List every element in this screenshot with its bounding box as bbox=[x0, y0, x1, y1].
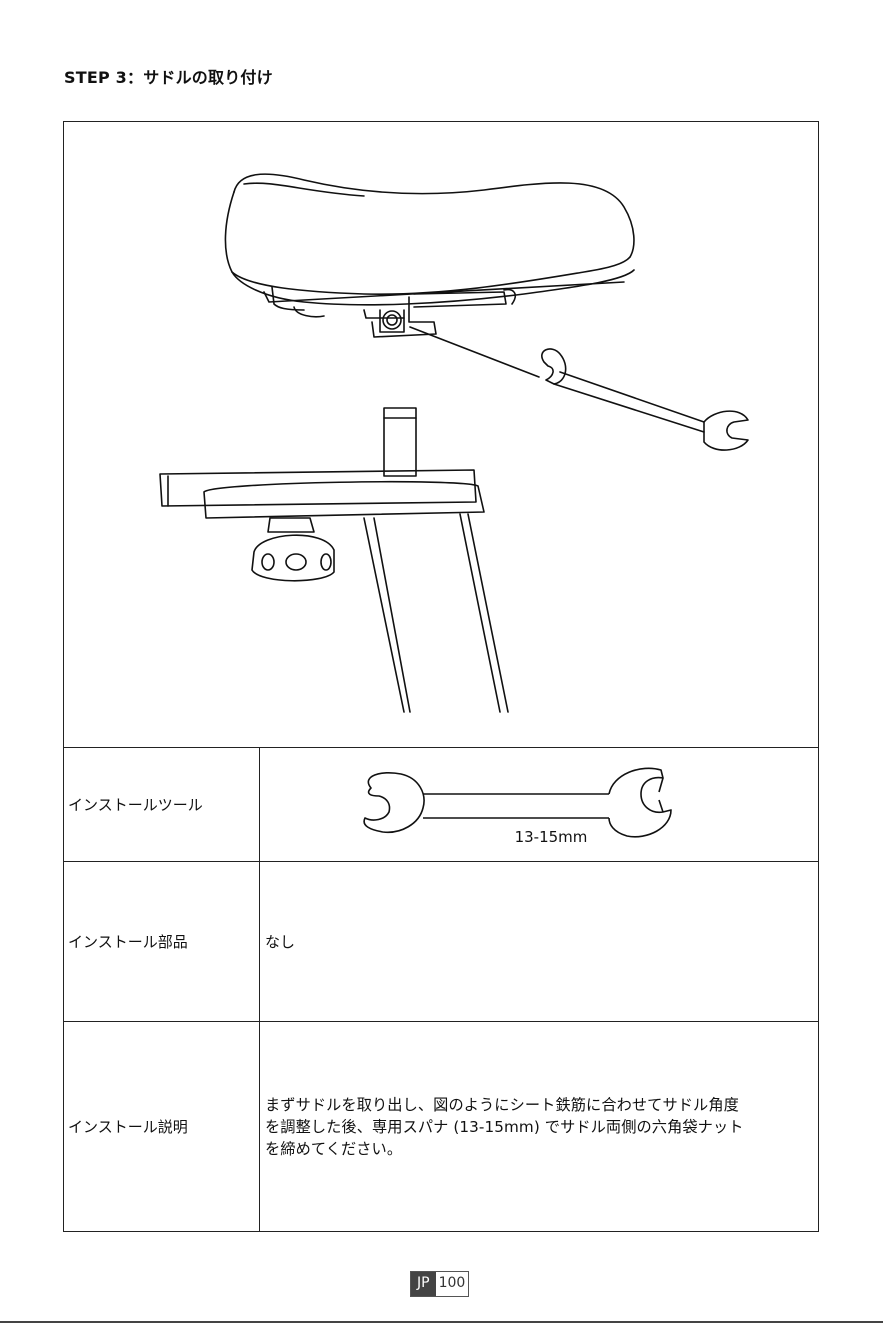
description-line: まずサドルを取り出し、図のようにシート鉄筋に合わせてサドル角度 bbox=[265, 1094, 744, 1116]
page-number: 100 bbox=[436, 1272, 469, 1296]
saddle-assembly-illustration bbox=[64, 122, 818, 748]
description-line: を締めてください。 bbox=[265, 1138, 744, 1160]
row-content-description: まずサドルを取り出し、図のようにシート鉄筋に合わせてサドル角度 を調整した後、専… bbox=[261, 1022, 818, 1231]
row-label-parts: インストール部品 bbox=[64, 862, 260, 1021]
description-text: まずサドルを取り出し、図のようにシート鉄筋に合わせてサドル角度 を調整した後、専… bbox=[265, 1094, 744, 1160]
step-title: STEP 3：サドルの取り付け bbox=[64, 64, 273, 88]
page-bottom-rule bbox=[0, 1321, 883, 1323]
instruction-table: インストールツール 13-15mm インストール部品 なし インストール説明 ま… bbox=[63, 121, 819, 1232]
row-label-description: インストール説明 bbox=[64, 1022, 260, 1231]
row-content-tools: 13-15mm bbox=[261, 748, 818, 861]
row-install-tools: インストールツール 13-15mm bbox=[64, 748, 818, 862]
language-code: JP bbox=[411, 1272, 436, 1296]
row-label-tools: インストールツール bbox=[64, 748, 260, 861]
page-number-badge: JP 100 bbox=[410, 1271, 469, 1297]
assembly-figure bbox=[64, 122, 818, 748]
row-content-parts: なし bbox=[261, 862, 818, 1021]
row-install-description: インストール説明 まずサドルを取り出し、図のようにシート鉄筋に合わせてサドル角度… bbox=[64, 1022, 818, 1231]
row-install-parts: インストール部品 なし bbox=[64, 862, 818, 1022]
tool-size-label: 13-15mm bbox=[506, 828, 596, 846]
description-line: を調整した後、専用スパナ (13-15mm) でサドル両側の六角袋ナット bbox=[265, 1116, 744, 1138]
